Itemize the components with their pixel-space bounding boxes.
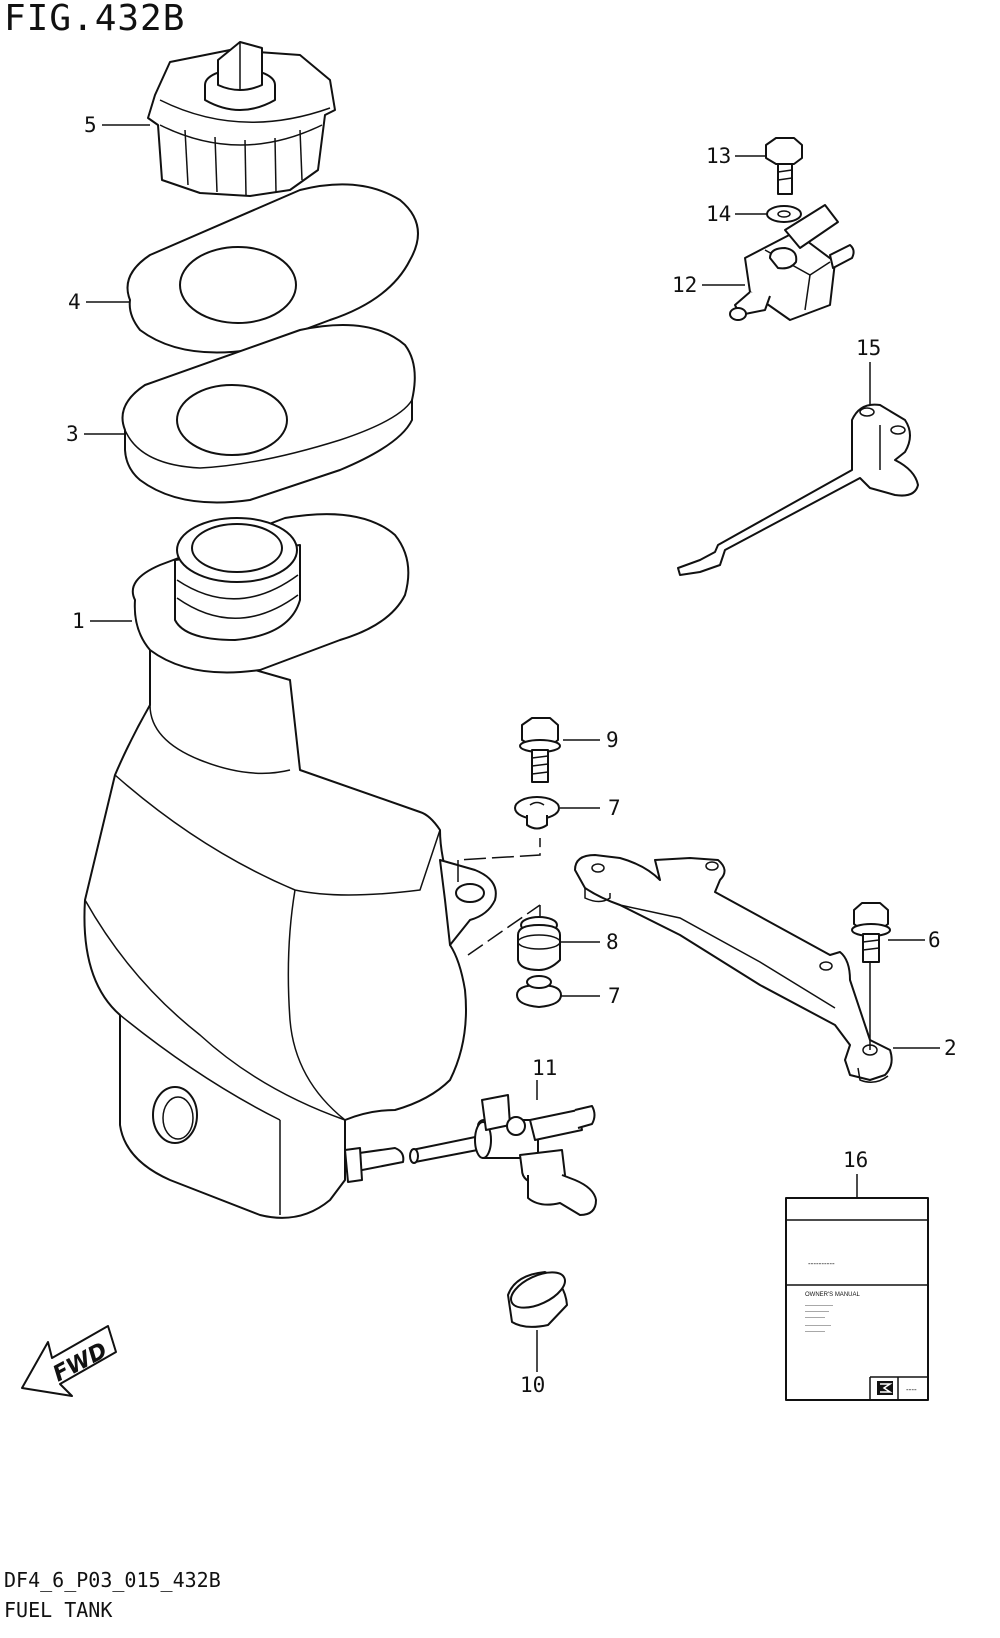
part-16-owners-manual: ---------- OWNER'S MANUAL --------------… — [785, 1197, 929, 1401]
figure-title: FIG.432B — [4, 0, 186, 39]
part-9-bolt — [519, 717, 561, 783]
part-7-collar-upper — [514, 796, 560, 830]
callout-5: 5 — [84, 113, 97, 137]
callout-2: 2 — [944, 1036, 957, 1060]
part-13-screw — [765, 137, 803, 195]
callout-14: 14 — [706, 202, 731, 226]
manual-corner: ---- — [906, 1385, 917, 1394]
callout-11: 11 — [532, 1056, 557, 1080]
callout-7-upper: 7 — [608, 796, 621, 820]
part-10-cap — [507, 1271, 568, 1328]
manual-title: OWNER'S MANUAL — [805, 1292, 860, 1298]
figure-name: FUEL TANK — [4, 1598, 113, 1622]
part-11-fuel-cock — [409, 1094, 597, 1216]
figure-code: DF4_6_P03_015_432B — [4, 1568, 221, 1592]
callout-3: 3 — [66, 422, 79, 446]
callout-9: 9 — [606, 728, 619, 752]
part-14-washer — [766, 205, 802, 223]
part-3-seal — [121, 324, 416, 504]
callout-15: 15 — [856, 336, 881, 360]
part-6-bolt — [851, 902, 891, 963]
callout-numbers: 5 4 3 1 9 7 8 7 6 2 11 10 12 13 14 15 16 — [66, 113, 957, 1397]
callout-13: 13 — [706, 144, 731, 168]
manual-line-4: ------------- — [805, 1323, 831, 1329]
part-4-gasket — [126, 183, 419, 354]
part-2-bracket — [574, 854, 893, 1083]
part-12-valve — [729, 204, 855, 321]
manual-line-3: ---------- — [805, 1315, 825, 1321]
fwd-arrow-icon: FWD — [21, 1325, 117, 1397]
part-7-collar-lower — [516, 975, 562, 1008]
leader-lines — [84, 124, 940, 1372]
suzuki-s-logo-icon — [877, 1381, 893, 1395]
part-1-fuel-tank — [83, 513, 497, 1219]
callout-16: 16 — [843, 1148, 868, 1172]
manual-line-2: ------------ — [805, 1309, 829, 1315]
callout-10: 10 — [520, 1373, 545, 1397]
part-5-fuel-cap — [147, 41, 336, 197]
callout-6: 6 — [928, 928, 941, 952]
manual-dashes: ---------- — [808, 1259, 835, 1268]
callout-12: 12 — [672, 273, 697, 297]
callout-8: 8 — [606, 930, 619, 954]
callout-1: 1 — [72, 609, 85, 633]
callout-4: 4 — [68, 290, 81, 314]
part-15-clip — [677, 403, 919, 576]
part-8-grommet — [517, 916, 561, 971]
manual-line-5: ---------- — [805, 1329, 825, 1335]
callout-7-lower: 7 — [608, 984, 621, 1008]
manual-line-1: -------------- — [805, 1303, 833, 1309]
